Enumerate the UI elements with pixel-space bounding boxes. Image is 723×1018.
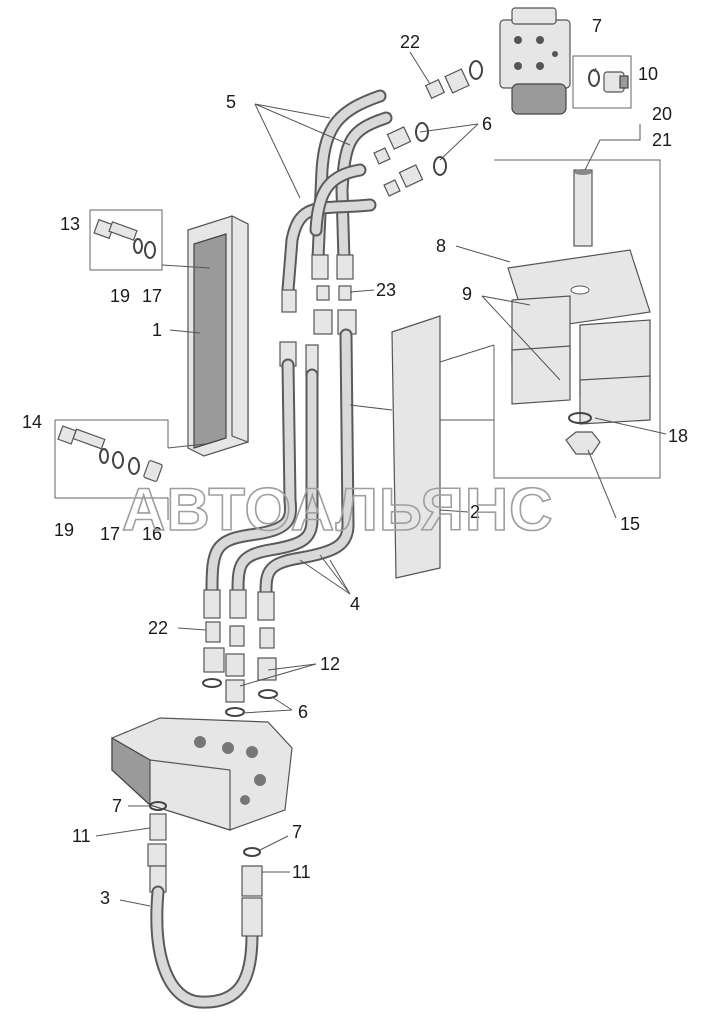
label-7-right: 7 [292,822,302,842]
label-17-lower: 17 [100,524,120,544]
plug-box [572,55,632,109]
label-22-bottom: 22 [148,618,168,638]
label-6-bottom: 6 [298,702,308,722]
label-23: 23 [376,280,396,300]
upper-hoses [281,89,393,297]
part-labels: 22 7 10 5 6 20 21 13 8 19 17 9 23 1 14 1… [22,16,688,908]
bolt-13-group [89,209,211,271]
label-11-right: 11 [292,862,311,882]
label-6-top: 6 [482,114,492,134]
label-7-left: 7 [112,796,122,816]
label-19-lower: 19 [54,520,74,540]
bracket-panel-2 [349,315,441,579]
label-1: 1 [152,320,162,340]
label-14: 14 [22,412,42,432]
bracket-panel-1 [187,215,249,457]
label-17-upper: 17 [142,286,162,306]
label-8: 8 [436,236,446,256]
label-4: 4 [350,594,360,614]
label-20: 20 [652,104,672,124]
watermark-text: АВТОАЛЬЯНС [122,476,554,543]
steering-valve-unit [499,7,571,115]
label-3: 3 [100,888,110,908]
upper-fittings [373,60,483,197]
label-2: 2 [470,502,480,522]
leader-lines [95,51,667,907]
label-5: 5 [226,92,236,112]
middle-fittings [279,254,357,376]
label-11-left: 11 [72,826,91,846]
label-9: 9 [462,284,472,304]
label-16: 16 [142,524,162,544]
bottom-hose-loop [147,801,263,1009]
label-10: 10 [638,64,658,84]
bolt-14-group [54,419,206,520]
label-13: 13 [60,214,80,234]
lower-hoses [205,328,355,599]
clamp-assembly-box [439,159,661,479]
label-21: 21 [652,130,672,150]
label-22-top: 22 [400,32,420,52]
lower-fittings [202,589,278,717]
hydraulic-distributor [111,717,293,831]
label-12: 12 [320,654,340,674]
label-19-upper: 19 [110,286,130,306]
label-15: 15 [620,514,640,534]
label-18: 18 [668,426,688,446]
label-7-top: 7 [592,16,602,36]
